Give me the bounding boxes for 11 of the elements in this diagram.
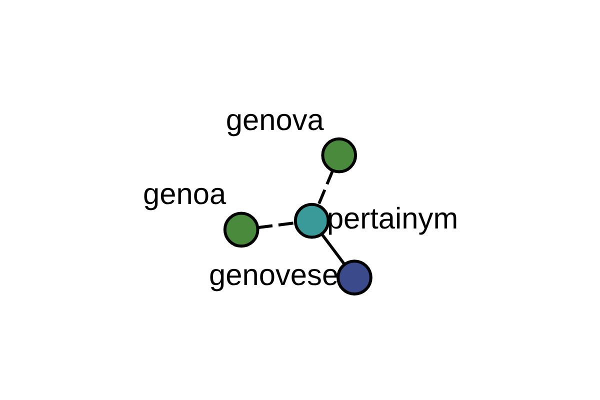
node-label: genovese	[208, 259, 338, 292]
node-label: genoa	[142, 178, 226, 212]
connector	[257, 222, 294, 230]
connector	[316, 170, 334, 206]
node-circle	[222, 212, 259, 248]
node-circle	[336, 260, 372, 296]
node-circle	[320, 137, 357, 174]
node-circle	[293, 202, 330, 239]
node-label: genova	[225, 104, 324, 137]
connector	[320, 233, 345, 265]
node-label: pertainym	[326, 202, 458, 236]
